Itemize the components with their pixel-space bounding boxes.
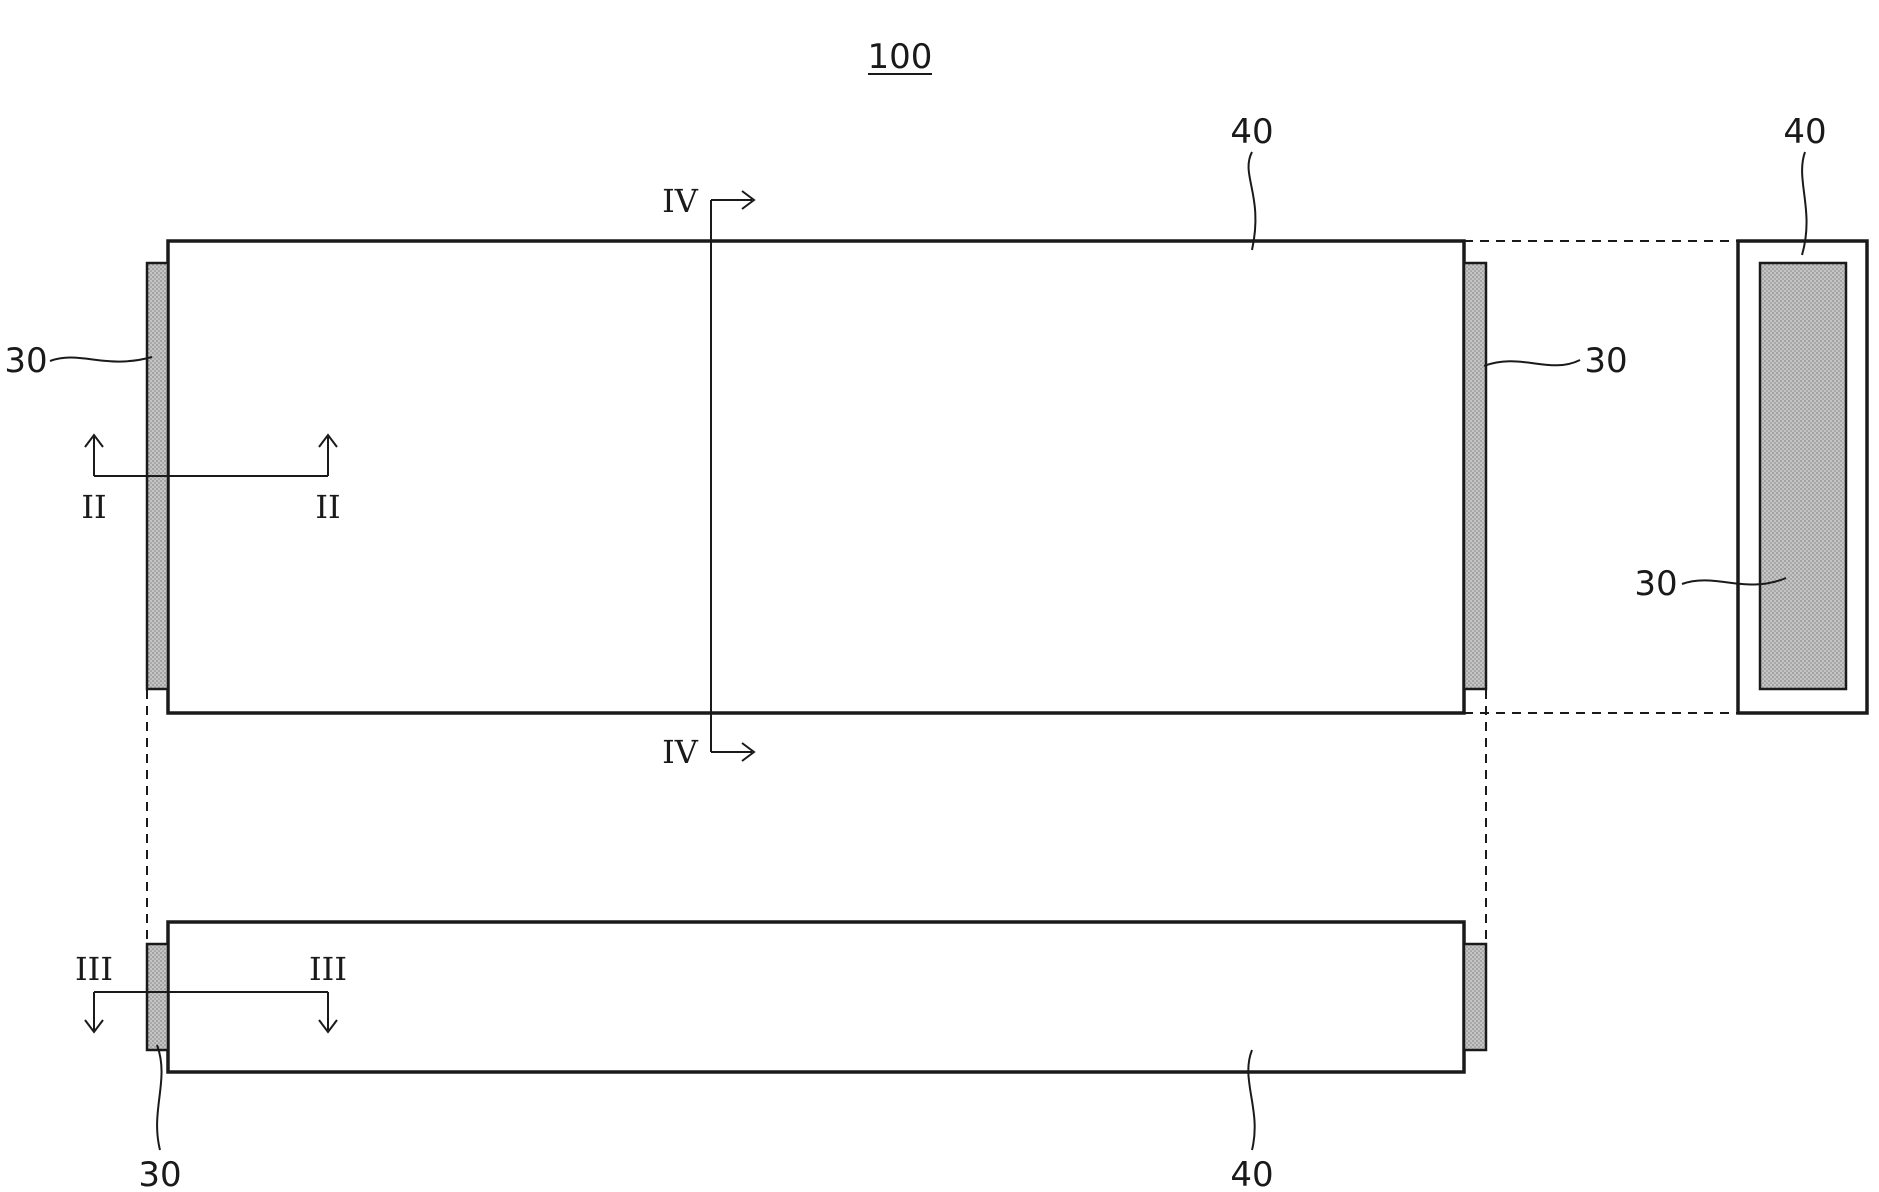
label-side-view-tab: 30	[1634, 564, 1677, 604]
bottom-view-body	[168, 922, 1464, 1072]
bottom-view-tab-left	[147, 944, 168, 1050]
label-bottom-view-tab: 30	[138, 1155, 181, 1192]
section-label-iv-bottom: IV	[662, 733, 699, 771]
figure-reference-number: 100	[868, 37, 933, 77]
section-label-iii-right: III	[309, 950, 347, 988]
leader-tab-right	[1484, 360, 1580, 366]
label-top-view-body: 40	[1230, 112, 1273, 152]
section-arrow-iv-bottom	[711, 743, 754, 761]
top-view-tab-right	[1464, 263, 1486, 689]
label-tab-left: 30	[4, 341, 47, 381]
section-arrow-iv-top	[711, 191, 754, 209]
section-label-ii-right: II	[315, 488, 340, 526]
label-bottom-view-body: 40	[1230, 1155, 1273, 1192]
section-label-iii-left: III	[75, 950, 113, 988]
label-tab-right: 30	[1584, 341, 1627, 381]
leader-tab-left	[50, 357, 152, 362]
side-view-tab	[1760, 263, 1846, 689]
section-label-ii-left: II	[81, 488, 106, 526]
bottom-view-tab-right	[1464, 944, 1486, 1050]
leader-top-view-body	[1249, 152, 1256, 250]
section-label-iv-top: IV	[662, 182, 699, 220]
leader-bottom-view-tab	[157, 1045, 162, 1150]
label-side-view-body: 40	[1783, 112, 1826, 152]
top-view-body	[168, 241, 1464, 713]
